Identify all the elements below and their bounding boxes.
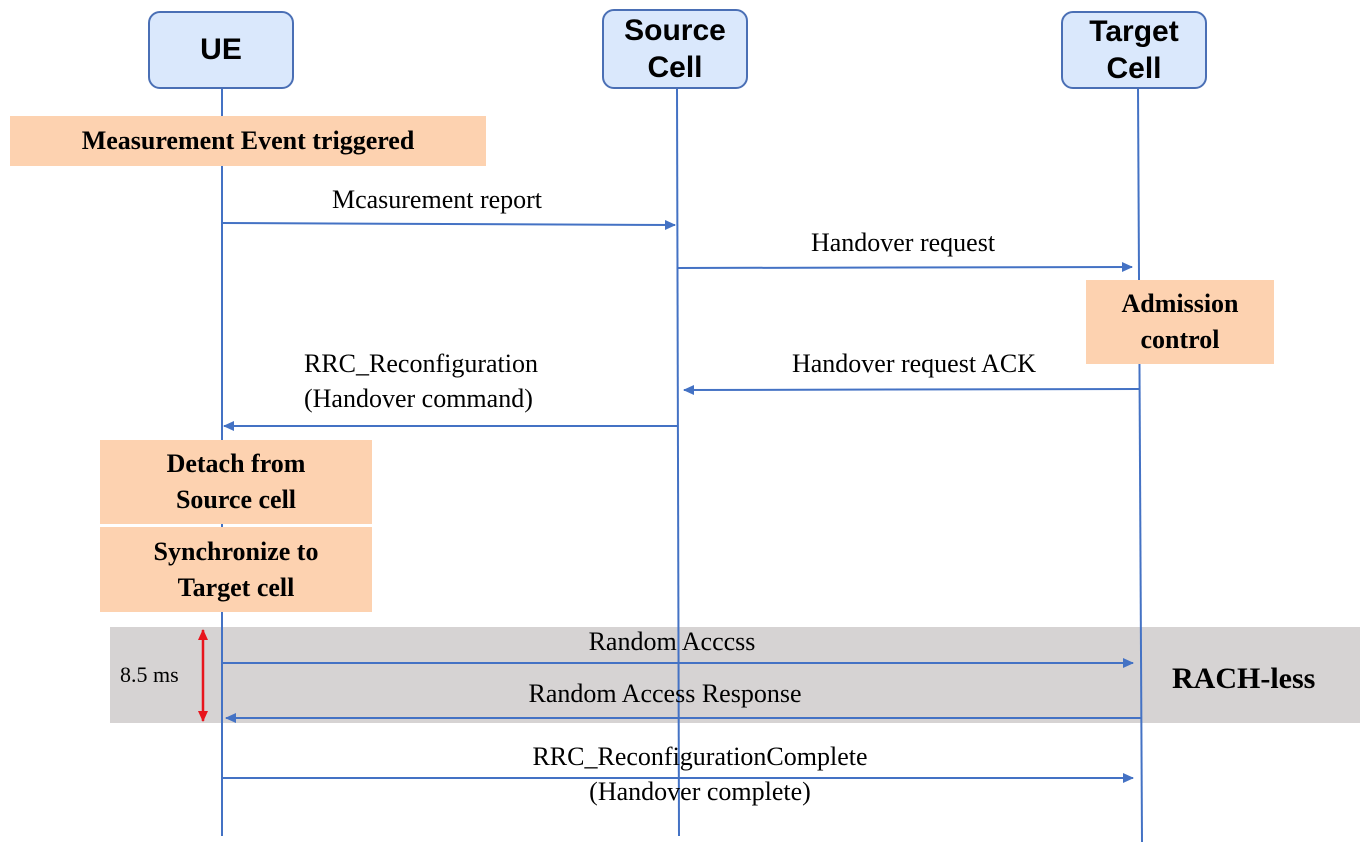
rrc-reconfiguration-complete-label: RRC_ReconfigurationComplete (Handover co… [532, 739, 867, 809]
handover-request-arrow [676, 262, 1133, 273]
target-cell-label-line1: Target [1089, 14, 1179, 48]
synchronize-note: Synchronize to Target cell [100, 527, 372, 612]
handover-request-ack-label: Handover request ACK [791, 349, 1037, 378]
target-cell-actor: Target Cell [1061, 11, 1207, 89]
measurement-report-label: Mcasurement report [331, 185, 543, 214]
handover-request-label: Handover request [810, 228, 996, 257]
measurement-event-label: Measurement Event triggered [81, 126, 415, 156]
rach-less-band [110, 627, 1360, 723]
rrc-reconfiguration-complete-line1: RRC_ReconfigurationComplete [532, 742, 868, 771]
synchronize-line2: Target cell [177, 572, 295, 602]
detach-line1: Detach from [166, 449, 306, 479]
target-cell-label-line2: Cell [1106, 52, 1162, 85]
rrc-reconfiguration-line2: (Handover command) [304, 384, 533, 414]
rrc-reconfiguration-line1: RRC_Reconfiguration [304, 349, 538, 378]
source-cell-actor: Source Cell [602, 9, 748, 89]
ue-actor: UE [148, 11, 294, 89]
rrc-reconfiguration-complete-line2: (Handover complete) [589, 777, 811, 807]
rach-less-label: RACH-less [1172, 662, 1316, 695]
source-cell-label-line2: Cell [647, 51, 703, 84]
admission-control-note: Admission control [1086, 280, 1274, 364]
admission-control-line2: control [1140, 325, 1220, 354]
timing-label: 8.5 ms [120, 662, 179, 687]
measurement-report-arrow [221, 219, 676, 230]
detach-line2: Source cell [175, 485, 297, 514]
admission-control-line1: Admission [1121, 289, 1239, 319]
synchronize-line1: Synchronize to [153, 536, 319, 566]
random-access-label: Random Acccss [588, 627, 756, 656]
source-cell-lifeline [676, 87, 680, 837]
rrc-reconfiguration-label: RRC_Reconfiguration (Handover command) [304, 346, 538, 416]
handover-request-ack-arrow [683, 384, 1141, 395]
ue-actor-label: UE [200, 33, 242, 67]
measurement-event-note: Measurement Event triggered [10, 116, 486, 166]
source-cell-label-line1: Source [624, 13, 726, 47]
target-cell-lifeline [1137, 87, 1143, 843]
random-access-response-label: Random Access Response [528, 679, 802, 708]
detach-note: Detach from Source cell [100, 440, 372, 524]
